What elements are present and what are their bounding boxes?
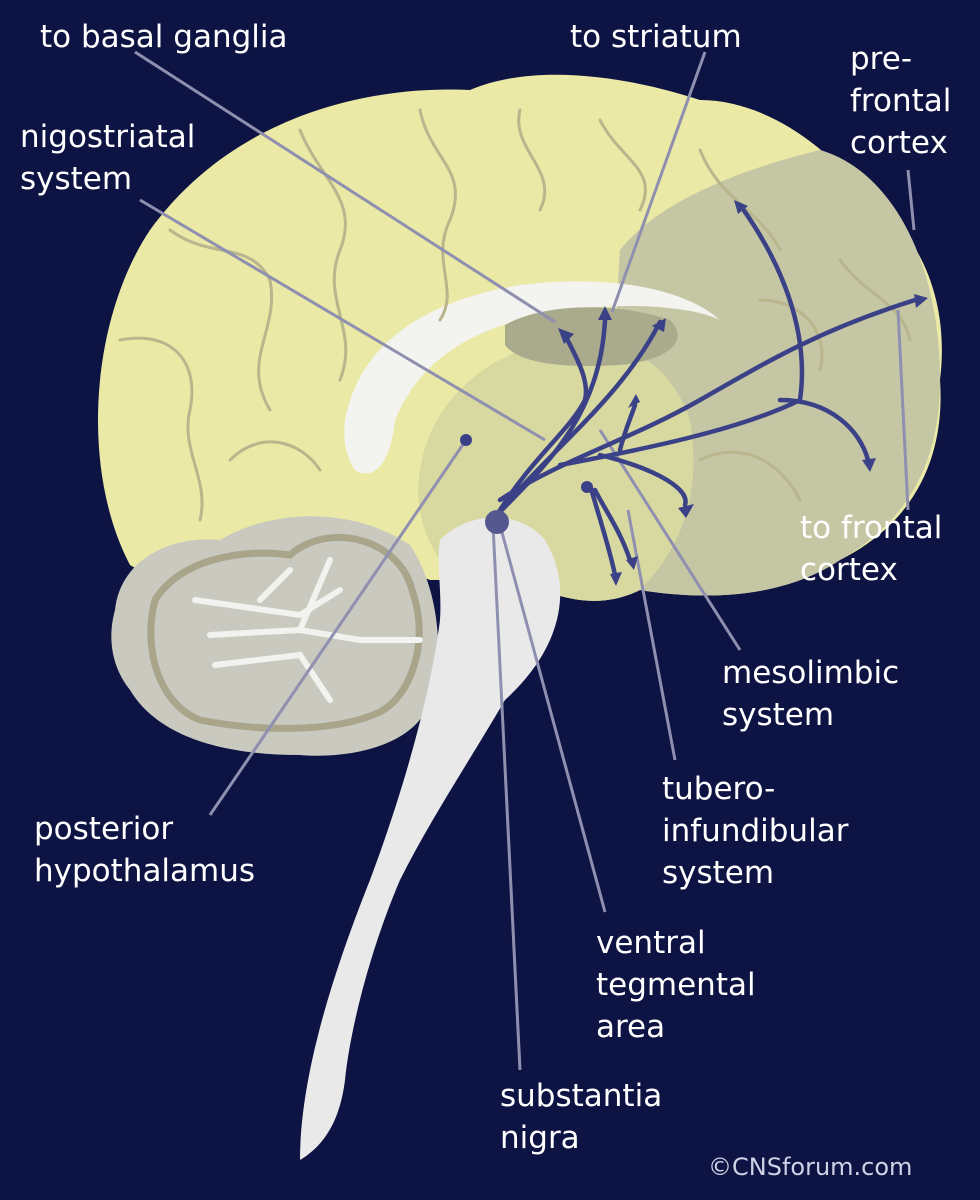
frontal-region <box>616 150 940 596</box>
cerebellum <box>111 516 439 756</box>
leader-lines <box>134 50 916 1071</box>
nuclei <box>460 434 593 534</box>
cortical-folds <box>118 108 912 522</box>
corpus-callosum <box>344 281 720 474</box>
dopamine-pathways <box>494 202 918 578</box>
label-to-basal-ganglia: to basal ganglia <box>40 19 288 55</box>
pathway-arrowheads <box>558 200 928 586</box>
striatum <box>505 307 678 366</box>
label-to-striatum: to striatum <box>570 19 742 55</box>
arbor-vitae <box>192 557 423 703</box>
brainstem <box>300 517 561 1160</box>
cerebellum-folia <box>147 533 423 732</box>
copyright-credit: ©CNSforum.com <box>708 1153 913 1181</box>
